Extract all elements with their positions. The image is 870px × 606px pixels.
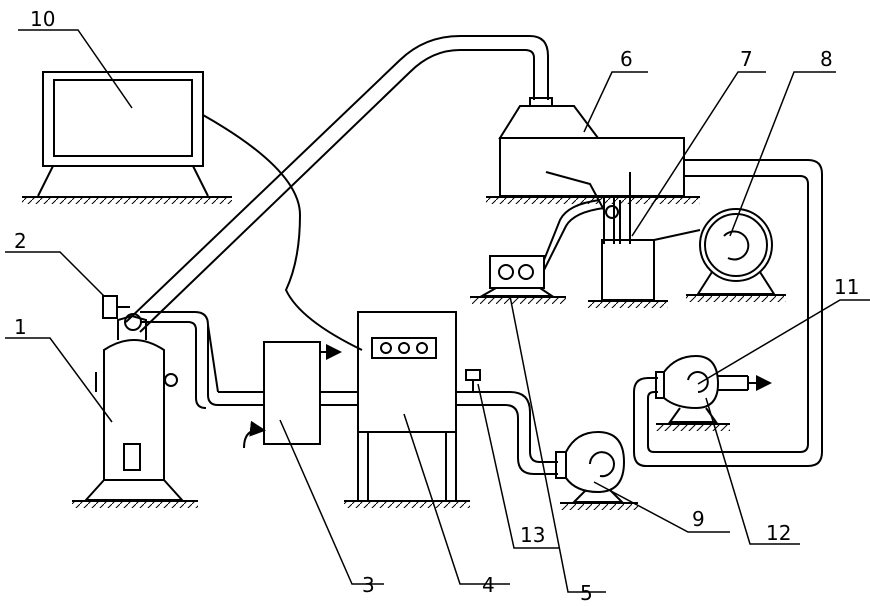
pipe-heater-to-mixer [140, 312, 264, 408]
label-8: 8 [820, 47, 833, 71]
pipe-mixer-to-chamber [320, 392, 358, 405]
fan-8 [686, 209, 786, 302]
chamber-4 [344, 312, 470, 508]
controller-5 [470, 200, 604, 304]
label-4: 4 [482, 573, 495, 597]
label-3: 3 [362, 573, 375, 597]
return-duct [634, 160, 822, 466]
label-13: 13 [520, 523, 545, 547]
signal-cable [203, 115, 362, 350]
mixer-3 [244, 342, 338, 448]
hood-6 [486, 106, 700, 210]
label-6: 6 [620, 47, 633, 71]
label-7: 7 [740, 47, 753, 71]
label-2: 2 [14, 229, 27, 253]
label-12: 12 [766, 521, 791, 545]
pipe-chamber-to-fan [456, 370, 558, 474]
label-10: 10 [30, 7, 55, 31]
label-9: 9 [692, 507, 705, 531]
heater-1 [72, 316, 198, 508]
label-5: 5 [580, 581, 593, 605]
monitor-10 [22, 72, 232, 204]
label-1: 1 [14, 315, 27, 339]
label-11: 11 [834, 275, 859, 299]
